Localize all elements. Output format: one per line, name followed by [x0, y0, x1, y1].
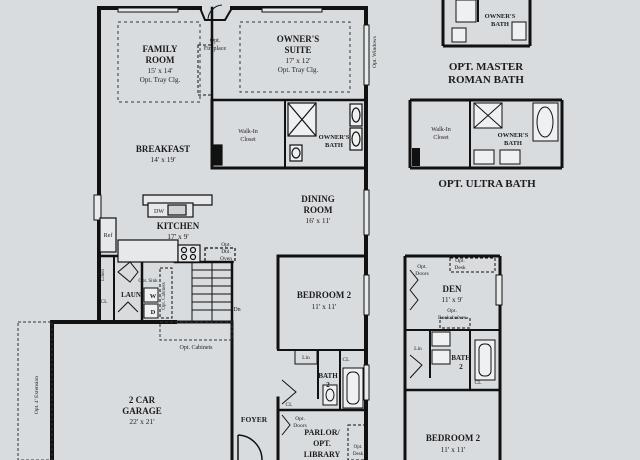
opt-fireplace-1: Opt.: [210, 38, 221, 44]
ultra-closet-1: Walk-In: [431, 127, 451, 133]
dining-room-name-2: ROOM: [304, 205, 334, 215]
breakfast-name: BREAKFAST: [136, 144, 190, 154]
den-bedroom2-dims: 11' x 11': [441, 445, 466, 454]
bath2-name-2: 2: [326, 381, 330, 389]
fireplace: [197, 4, 233, 96]
bath2-fixtures: [281, 349, 364, 409]
den-name: DEN: [442, 284, 462, 294]
owners-bath-2: BATH: [325, 142, 343, 149]
family-room-note: Opt. Tray Clg.: [140, 76, 181, 84]
kitchen-cabinets: [99, 194, 236, 263]
ultra-caption: OPT. ULTRA BATH: [438, 178, 536, 190]
opt-doors-1: Opt.: [295, 416, 305, 422]
opt-master-roman-bath-walls: [441, 0, 532, 48]
den-bath2-1: BATH: [451, 354, 471, 362]
den-opt-doors-1: Opt.: [417, 264, 427, 270]
walk-in-closet-1: Walk-In: [238, 129, 258, 135]
dining-room-dims: 16' x 11': [306, 216, 332, 225]
den-opt-bookshelves-2: Bookshelves: [438, 315, 466, 321]
opt-ultra-bath-walls: [408, 98, 564, 170]
opt-cabinets-outline: [17, 321, 233, 460]
family-room-dims: 15' x 14': [147, 66, 173, 75]
dining-room-name-1: DINING: [301, 194, 335, 204]
main-plan-walls: [50, 6, 368, 460]
bedroom2-name: BEDROOM 2: [297, 290, 352, 300]
den-lin-label: Lin: [414, 346, 422, 352]
owners-bath-fixtures: [213, 102, 363, 166]
opt-dbl-oven-1: Opt.: [221, 242, 231, 248]
owners-suite-name-2: SUITE: [284, 45, 311, 55]
opt-cabinets-label: Opt. Cabinets: [180, 345, 214, 351]
bedroom2-dims: 11' x 11': [312, 302, 337, 311]
opt-sink-label: Opt. Sink: [138, 279, 158, 284]
opt-fireplace-2: Fireplace: [204, 46, 227, 52]
opt-windows: Opt. Windows: [372, 36, 378, 68]
roman-caption-2: ROMAN BATH: [448, 74, 524, 86]
roman-owners-bath-1: OWNER'S: [485, 13, 516, 20]
roman-caption-1: OPT. MASTER: [449, 61, 524, 73]
den-opt-desk-1: Opt.: [455, 258, 465, 264]
kitchen-dims: 17' x 9': [167, 232, 189, 241]
parlor-name-3: LIBRARY: [304, 450, 341, 459]
bath2-name-1: BATH: [318, 372, 338, 380]
den-dims: 11' x 9': [441, 295, 463, 304]
windows: [93, 7, 370, 401]
walk-in-closet-2: Closet: [240, 137, 256, 143]
ref-label: Ref: [104, 232, 113, 239]
parlor-name-2: OPT.: [313, 439, 331, 448]
owners-suite-dims: 17' x 12': [285, 56, 311, 65]
garage-name-2: GARAGE: [122, 406, 162, 416]
family-room-name-2: ROOM: [146, 55, 176, 65]
dryer-label: D: [151, 309, 156, 316]
opt-desk-2: Desk: [353, 452, 364, 457]
dishwasher-label: DW: [154, 209, 164, 215]
linen-label: Linen: [101, 269, 106, 281]
family-room-name-1: FAMILY: [142, 44, 178, 54]
den-opt-bookshelves-1: Opt.: [447, 308, 457, 314]
laundry-closet-label: CL: [100, 299, 108, 305]
den-option-labels: Opt. Doors Opt. Desk DEN 11' x 9' Opt. B…: [414, 258, 482, 454]
laundry-label: LAUN: [121, 291, 141, 299]
parlor-name-1: PARLOR/: [304, 428, 340, 437]
laundry-fixtures: [117, 261, 173, 319]
stairs-down-label: Dn: [233, 307, 240, 313]
opt-dbl-oven-3: Oven: [220, 256, 232, 262]
ultra-closet-2: Closet: [433, 135, 449, 141]
den-opt-doors-2: Doors: [415, 271, 428, 277]
stairs: [191, 261, 233, 323]
owners-suite-name-1: OWNER'S: [277, 34, 320, 44]
opt-dbl-oven-2: Dbl.: [221, 249, 231, 255]
opt-cabinets-vertical: Opt. Cabinets: [162, 282, 167, 310]
linen-closet-label: Lin: [302, 355, 310, 361]
owners-suite-note: Opt. Tray Clg.: [278, 66, 319, 74]
garage-name-1: 2 CAR: [129, 395, 156, 405]
foyer-fixtures: [237, 414, 367, 460]
ultra-owners-bath-2: BATH: [504, 140, 522, 147]
garage-dims: 22' x 21': [129, 417, 155, 426]
owners-bath-1: OWNER'S: [319, 134, 350, 141]
ultra-bath-labels: Walk-In Closet OWNER'S BATH OPT. ULTRA B…: [431, 127, 536, 190]
tray-ceilings: [117, 21, 351, 103]
washer-label: W: [150, 293, 157, 300]
opt-desk-1: Opt.: [354, 445, 363, 450]
den-option-walls: [403, 254, 503, 460]
breakfast-dims: 14' x 19': [150, 155, 176, 164]
roman-bath-labels: OWNER'S BATH OPT. MASTER ROMAN BATH: [448, 13, 524, 86]
kitchen-name: KITCHEN: [157, 221, 200, 231]
den-bedroom2-name: BEDROOM 2: [426, 433, 481, 443]
den-bath2-2: 2: [459, 363, 463, 371]
den-opt-desk-2: Desk: [454, 265, 466, 271]
den-cl-label: CL: [474, 380, 482, 386]
coat-closet-label: CL: [285, 402, 293, 408]
main-plan-labels: FAMILY ROOM 15' x 14' Opt. Tray Clg. Opt…: [34, 34, 378, 459]
bedroom2-closet-label: CL: [342, 357, 350, 363]
opt-extension-label: Opt. 4' Extension: [34, 376, 40, 414]
ultra-owners-bath-1: OWNER'S: [498, 132, 529, 139]
foyer-label: FOYER: [241, 415, 268, 424]
roman-owners-bath-2: BATH: [491, 21, 509, 28]
opt-doors-2: Doors: [293, 423, 306, 429]
